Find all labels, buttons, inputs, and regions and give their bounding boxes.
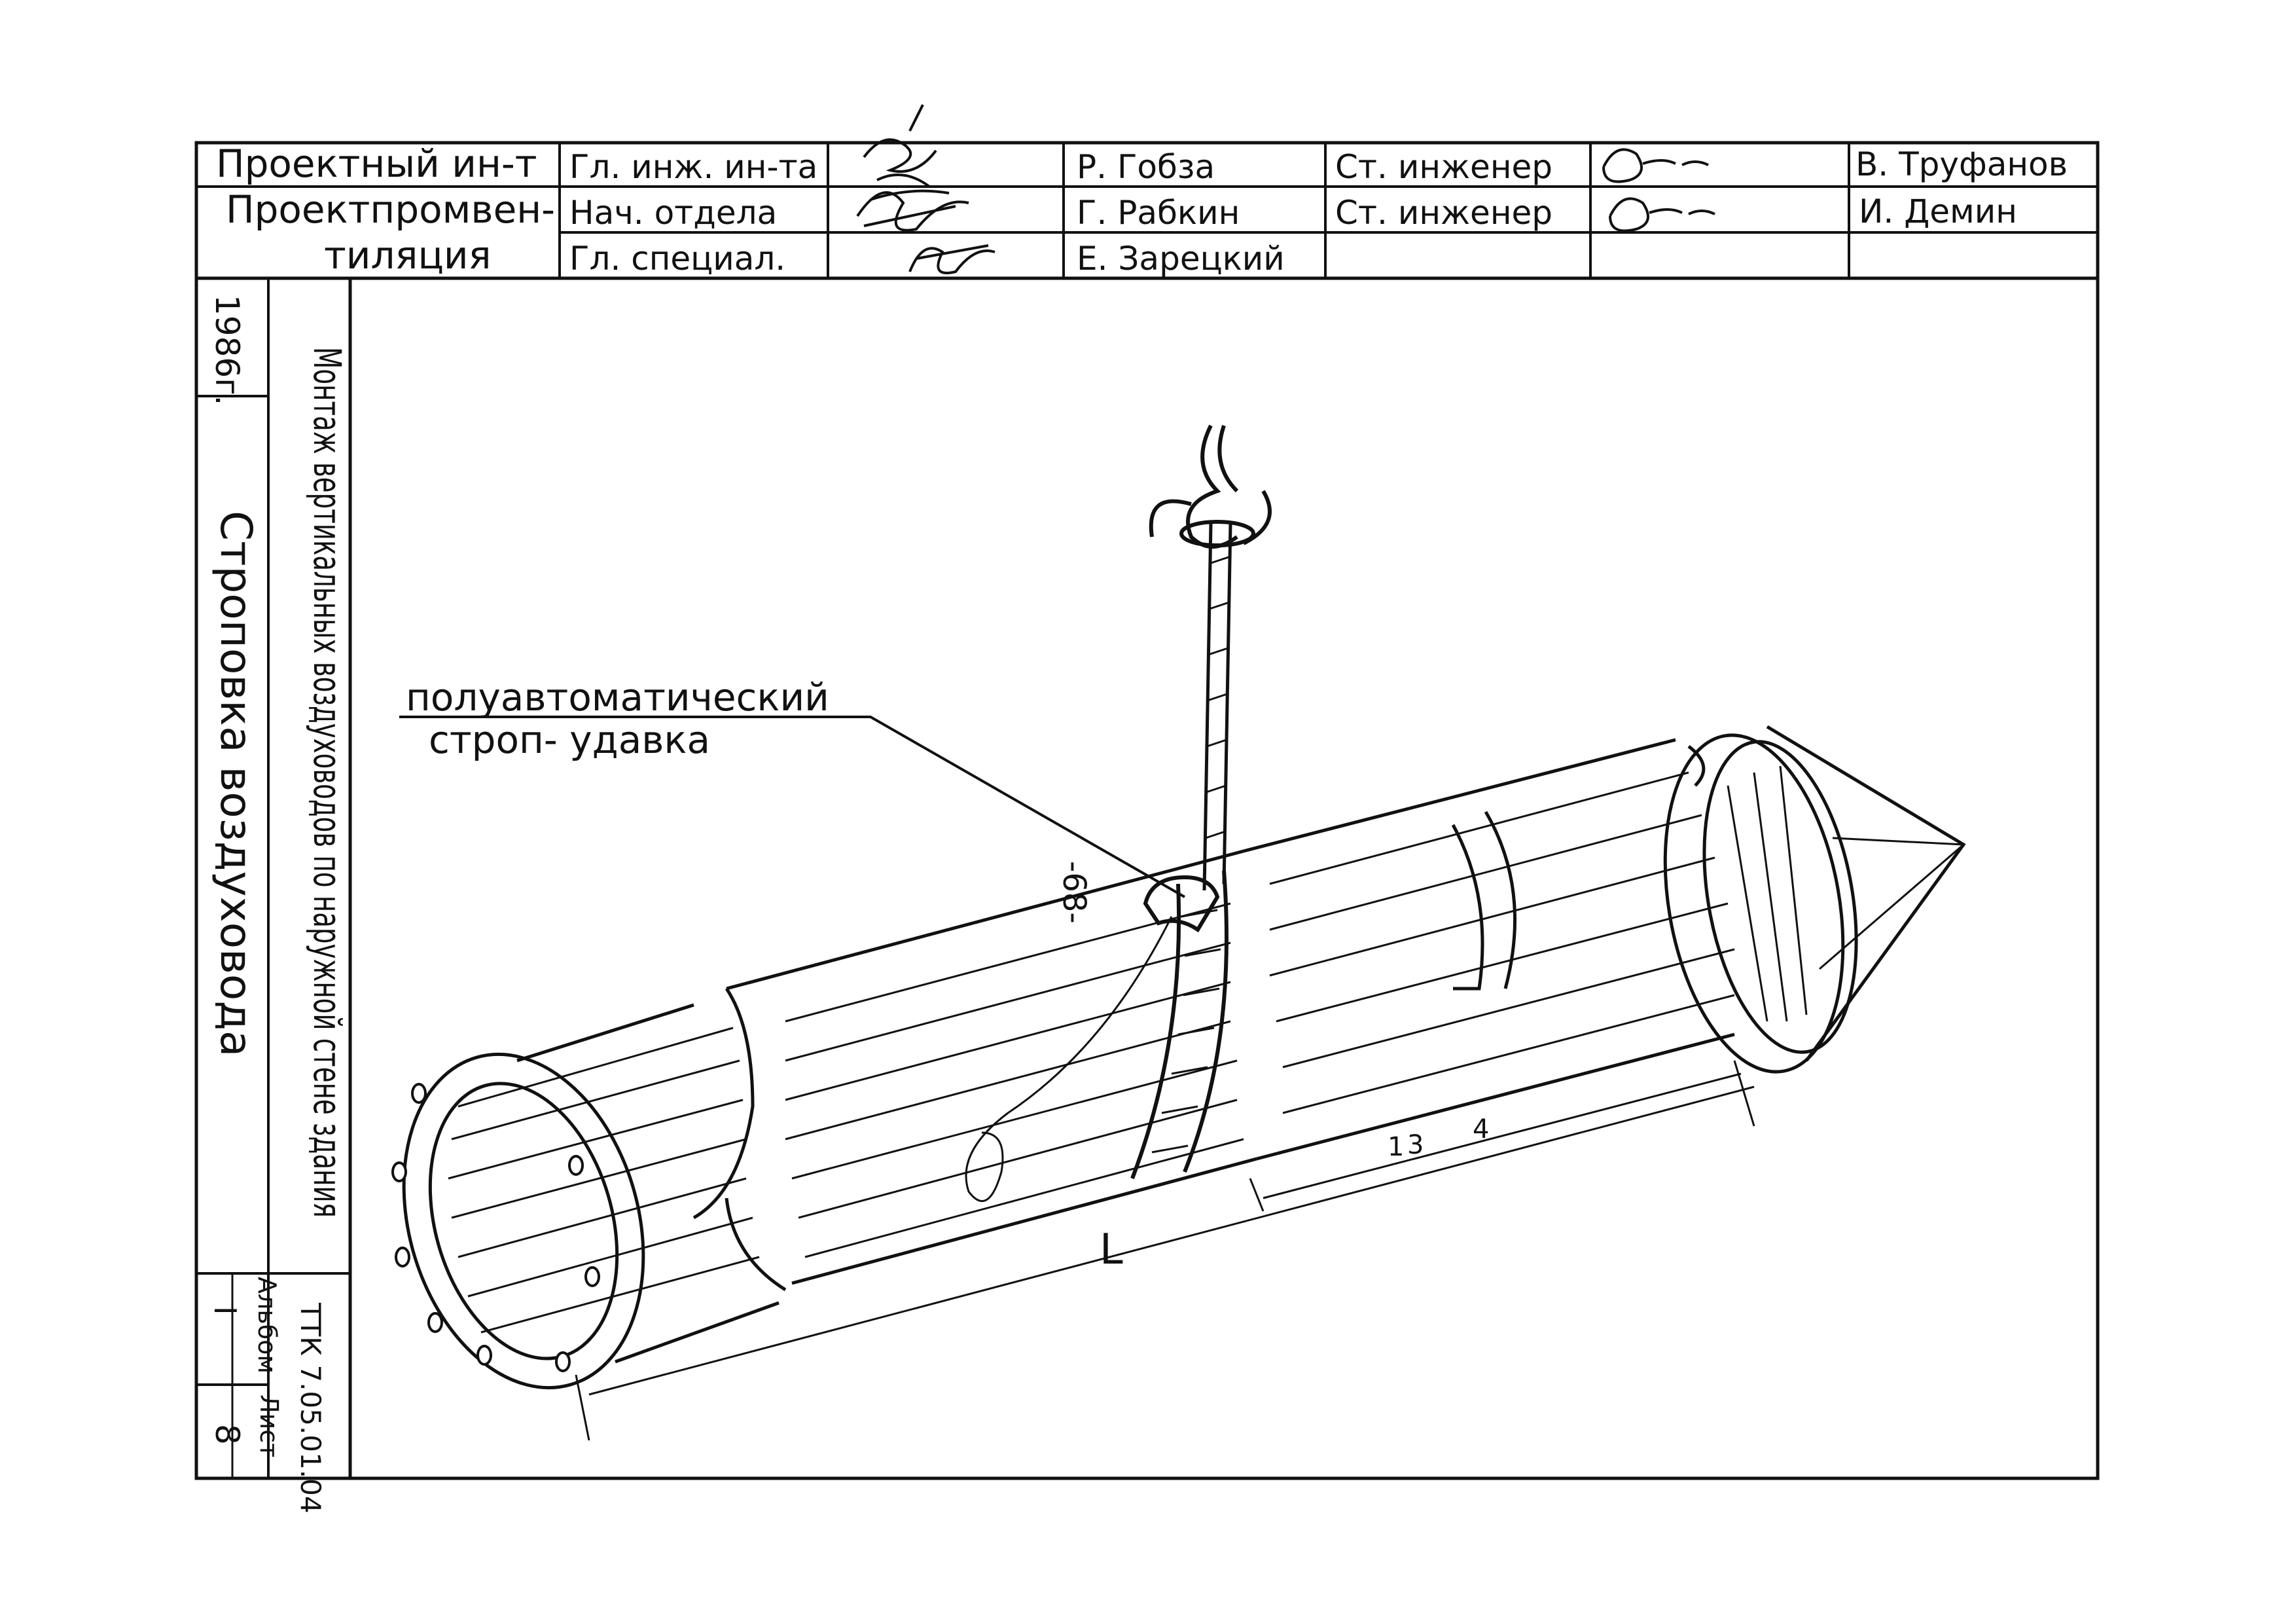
side-block: 1986г. Монтаж вертикальных воздуховодов … xyxy=(196,278,352,1514)
release-cord xyxy=(965,916,1173,1203)
part-label-4: 4 xyxy=(1473,1114,1489,1144)
engineer-role-1: Ст. инженер xyxy=(1335,148,1552,186)
dimension-lines xyxy=(575,1060,1755,1441)
crane-hook xyxy=(1149,424,1272,549)
sheet-title: Строповка воздуховода xyxy=(211,511,261,1057)
album-value: I xyxy=(207,1306,243,1315)
duct-section-far xyxy=(1243,738,1735,1161)
subject-title: Монтаж вертикальных воздуховодов по нару… xyxy=(305,347,350,1218)
engineer-role-2: Ст. инженер xyxy=(1335,194,1552,232)
role-chief-specialist: Гл. специал. xyxy=(569,240,785,278)
signature-chief-engineer xyxy=(863,104,937,188)
performer-2: И. Демин xyxy=(1859,192,2017,230)
duct-drawing: полуавтоматический строп- удавка L 1 3 4 xyxy=(391,424,1966,1441)
role-dept-head: Нач. отдела xyxy=(569,194,777,232)
part-callout-leaders xyxy=(1819,837,1964,970)
duct-end-cone xyxy=(1663,725,1966,1074)
sling-clamp xyxy=(1130,870,1229,1180)
signature-engineer-2 xyxy=(1609,197,1715,232)
sling-rope xyxy=(1202,523,1232,891)
signature-chief-specialist xyxy=(908,244,996,274)
part-label-1: 1 xyxy=(1388,1132,1404,1162)
approver-2: Г. Рабкин xyxy=(1077,194,1240,232)
title-block: Проектный ин-т Проектпромвен- тиляция Гл… xyxy=(196,104,2098,280)
year: 1986г. xyxy=(208,295,246,405)
organization-line-1: Проектный ин-т xyxy=(216,141,537,186)
document-code: ТТК 7.05.01.04 xyxy=(295,1302,327,1514)
approver-1: Р. Гобза xyxy=(1077,148,1215,186)
callout-sling-name: строп- удавка xyxy=(429,718,710,762)
performer-1: В. Труфанов xyxy=(1856,145,2068,183)
album-label: Альбом xyxy=(253,1277,281,1374)
dimension-L: L xyxy=(1100,1226,1123,1274)
callout-sling-type: полуавтоматический xyxy=(406,675,829,720)
signature-engineer-1 xyxy=(1602,148,1709,183)
callout-leader xyxy=(399,716,1185,898)
sheet-frame xyxy=(194,141,2100,1480)
role-chief-engineer: Гл. инж. ин-та xyxy=(569,148,817,186)
signature-dept-head xyxy=(856,189,969,232)
duct-section-near xyxy=(402,1003,780,1390)
sheet-label: Лист xyxy=(255,1395,283,1457)
sheet-number: 8 xyxy=(208,1424,246,1445)
organization-line-2: Проектпромвен- xyxy=(226,187,555,232)
approver-3: Е. Зарецкий xyxy=(1077,240,1285,278)
organization-line-3: тиляция xyxy=(324,233,492,278)
part-label-3: 3 xyxy=(1407,1130,1424,1160)
flange-bolt-holes xyxy=(391,1083,600,1372)
